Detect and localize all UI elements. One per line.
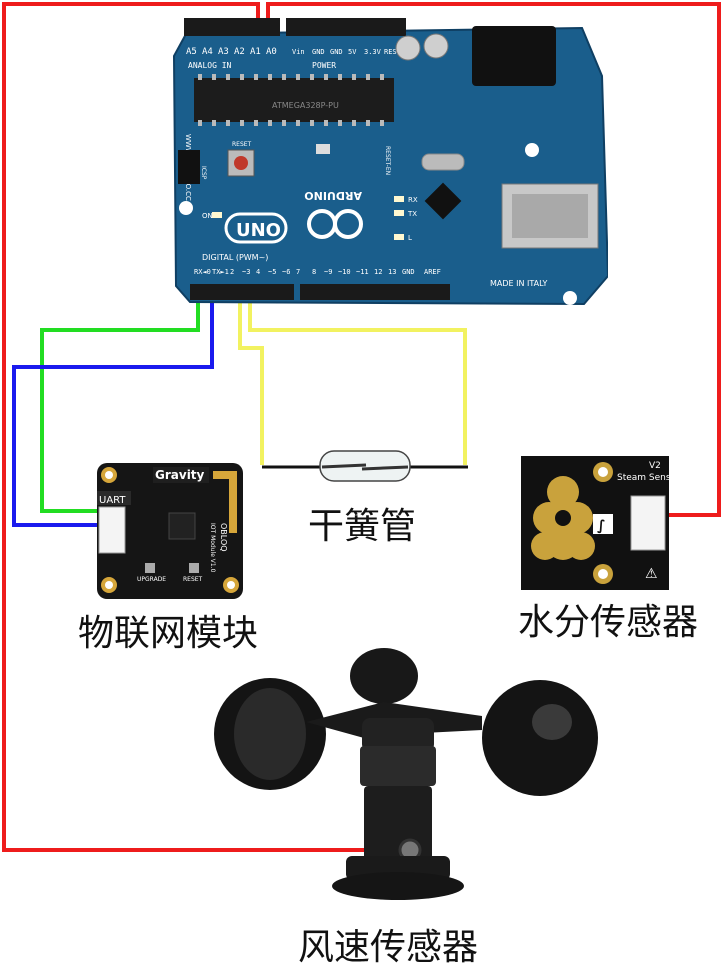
yellow-wire-left <box>238 292 264 465</box>
digital-label: DIGITAL (PWM~) <box>202 253 268 262</box>
warning-icon: ⚠ <box>645 566 658 582</box>
moisture-name-label: Steam Sensor <box>617 473 669 483</box>
anemometer <box>214 648 598 900</box>
yellow-wire-right <box>248 292 467 465</box>
reset-label: RESET <box>232 141 252 148</box>
analog-pin-label: A3 <box>218 47 229 57</box>
led-tx-label: TX <box>407 210 417 218</box>
digital-pin-label: 2 <box>230 268 234 276</box>
reed-switch <box>262 450 468 482</box>
digital-pin-label: 8 <box>312 268 316 276</box>
digital-pin-label: ~6 <box>282 268 290 276</box>
chip-label: ATMEGA328P-PU <box>272 101 339 110</box>
analog-pin-label: A1 <box>250 47 261 57</box>
digital-pin-label: 4 <box>256 268 260 276</box>
moisture-version-label: V2 <box>649 461 661 471</box>
arduino-uno-board: A5 A4 A3 A2 A1 A0 ANALOG IN Vin GND GND … <box>172 18 608 306</box>
analog-pin-label: A0 <box>266 47 277 57</box>
brand-label: ARDUINO <box>304 189 362 202</box>
wind-sensor-label: 风速传感器 <box>298 927 479 968</box>
iot-module-label: 物联网模块 <box>78 613 259 654</box>
power-label: POWER <box>312 61 336 70</box>
digital-pin-label: ~5 <box>268 268 276 276</box>
digital-pin-label: ~9 <box>324 268 332 276</box>
digital-pin-label: RX◄0 <box>194 268 211 276</box>
moisture-sensor: Steam Sensor V2 ∫ ⚠ <box>521 456 669 590</box>
digital-pin-label: AREF <box>424 268 441 276</box>
green-wire <box>40 292 200 513</box>
led-l-label: L <box>408 234 412 242</box>
analog-pin-label: A5 <box>186 47 197 57</box>
digital-pin-label: 12 <box>374 268 382 276</box>
model-label: UNO <box>236 220 281 241</box>
sensor-logo-icon: ∫ <box>597 518 606 534</box>
iot-port-label: UART <box>99 495 126 506</box>
iot-name-label: OBLOQ <box>219 523 228 552</box>
blue-wire <box>12 292 214 527</box>
moisture-sensor-label: 水分传感器 <box>518 602 699 643</box>
digital-pin-label: ~11 <box>356 268 369 276</box>
digital-pin-label: GND <box>402 268 415 276</box>
analog-pin-label: A4 <box>202 47 213 57</box>
digital-pin-label: ~3 <box>242 268 250 276</box>
arduino-logo: UNO ARDUINO <box>224 189 363 244</box>
icsp-label: ICSP <box>200 166 207 180</box>
iot-upgrade-label: UPGRADE <box>137 576 166 583</box>
analog-pin-label: A2 <box>234 47 245 57</box>
digital-pin-label: 7 <box>296 268 300 276</box>
iot-module: Gravity UART OBLOQ IOT Module V1.0 UPGRA… <box>97 463 243 599</box>
iot-reset-label: RESET <box>183 576 203 583</box>
power-pin-label: GND <box>330 48 343 56</box>
power-pin-label: 3.3V <box>364 48 382 56</box>
led-rx-label: RX <box>408 196 418 204</box>
power-pin-label: 5V <box>348 48 357 56</box>
reset-en-label: RESET-EN <box>384 146 391 175</box>
iot-brand-label: Gravity <box>155 468 205 482</box>
digital-pin-label: 13 <box>388 268 396 276</box>
red-wire-right <box>266 2 721 517</box>
digital-pin-label: ~10 <box>338 268 351 276</box>
iot-subname-label: IOT Module V1.0 <box>209 523 216 573</box>
red-wire-left <box>2 2 410 852</box>
reed-switch-label: 干簧管 <box>308 506 417 547</box>
made-in-label: MADE IN ITALY <box>490 279 548 288</box>
power-pin-label: GND <box>312 48 325 56</box>
digital-pin-label: TX►1 <box>212 268 229 276</box>
power-pin-label: RESET <box>384 48 406 56</box>
led-on-label: ON <box>202 212 213 220</box>
analog-in-label: ANALOG IN <box>188 61 232 70</box>
power-pin-label: Vin <box>292 48 305 56</box>
